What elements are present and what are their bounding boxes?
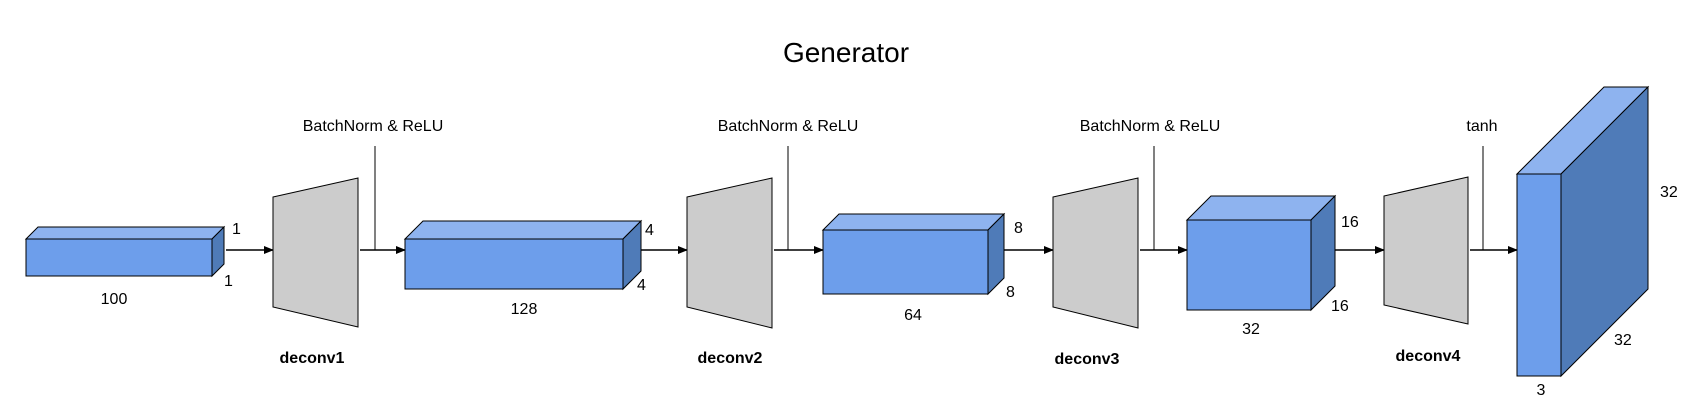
tensor-32-front xyxy=(1186,219,1312,311)
tensor-128-w-label: 4 xyxy=(637,277,646,294)
tensor-128-depth-label: 128 xyxy=(511,301,538,318)
tensor-128-h-label: 4 xyxy=(645,222,654,239)
deconv3-activation-label: BatchNorm & ReLU xyxy=(1080,118,1221,135)
tensor-64 xyxy=(821,212,1006,296)
deconv1-activation-label: BatchNorm & ReLU xyxy=(303,118,444,135)
input-depth-label: 100 xyxy=(101,291,128,308)
output-h-label: 32 xyxy=(1660,184,1678,201)
tensor-32-w-label: 16 xyxy=(1331,298,1349,315)
output-tensor-front xyxy=(1516,173,1562,377)
deconv2-activation-label: BatchNorm & ReLU xyxy=(718,118,859,135)
input-tensor xyxy=(24,225,226,278)
tensor-64-h-label: 8 xyxy=(1014,220,1023,237)
input-right-top-label: 1 xyxy=(232,221,241,238)
tensor-32-depth-label: 32 xyxy=(1242,321,1260,338)
deconv2-label: deconv2 xyxy=(698,350,763,367)
deconv3-label: deconv3 xyxy=(1055,351,1120,368)
input-tensor-front xyxy=(25,238,213,277)
deconv1-label: deconv1 xyxy=(280,350,345,367)
tensor-128-top xyxy=(403,220,643,240)
deconv3-block xyxy=(1052,177,1139,329)
tensor-32-h-label: 16 xyxy=(1341,214,1359,231)
deconv2-block xyxy=(686,177,773,329)
tensor-64-w-label: 8 xyxy=(1006,284,1015,301)
deconv4-block xyxy=(1383,176,1469,325)
tensor-64-front xyxy=(822,229,989,295)
deconv4-activation-label: tanh xyxy=(1466,118,1497,135)
tensor-64-top xyxy=(821,213,1006,231)
input-tensor-top xyxy=(24,226,226,240)
tensor-32-top xyxy=(1185,195,1337,221)
output-tensor xyxy=(1515,85,1650,378)
output-w-label: 32 xyxy=(1614,332,1632,349)
tensor-32 xyxy=(1185,194,1337,312)
tensor-128-front xyxy=(404,238,624,290)
deconv1-block xyxy=(272,177,359,328)
diagram-title: Generator xyxy=(783,37,909,68)
tensor-128 xyxy=(403,219,643,291)
input-right-bottom-label: 1 xyxy=(224,273,233,290)
tensor-64-depth-label: 64 xyxy=(904,307,922,324)
output-depth-label: 3 xyxy=(1537,382,1546,399)
deconv4-label: deconv4 xyxy=(1396,348,1461,365)
